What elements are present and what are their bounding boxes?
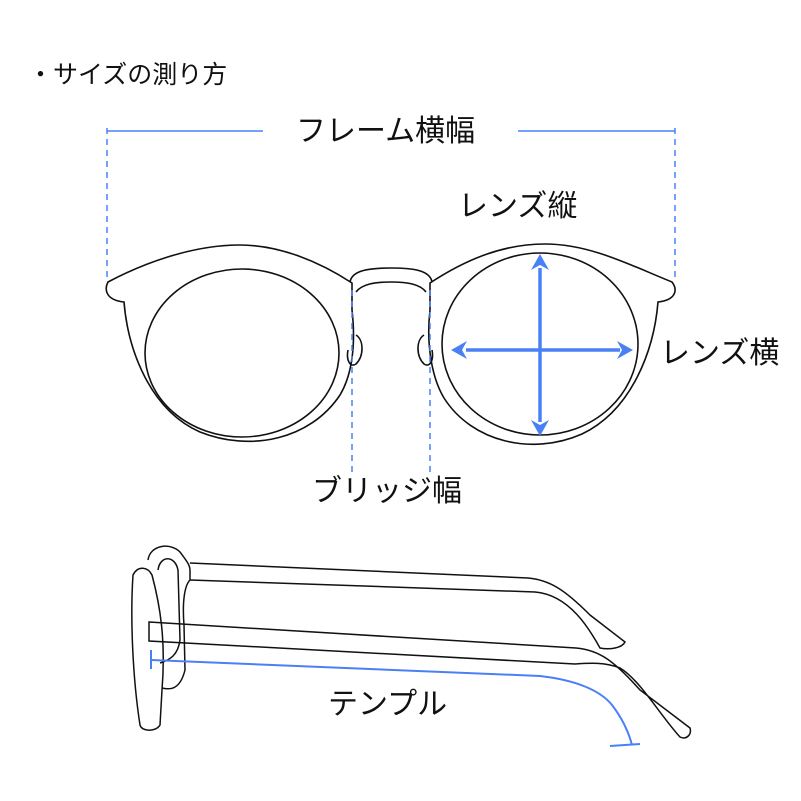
side-view xyxy=(131,545,692,739)
left-lens xyxy=(144,268,340,438)
side-pad xyxy=(157,558,181,664)
measure-lines xyxy=(106,128,676,472)
bridge-width-label: ブリッジ幅 xyxy=(312,474,462,509)
left-nose-pad xyxy=(346,334,363,366)
lens-width-label: レンズ横 xyxy=(660,336,780,371)
arrow-heads xyxy=(451,254,633,436)
temple-end-tick xyxy=(609,743,641,747)
side-frame-back xyxy=(147,545,191,690)
temple-length-line xyxy=(150,659,633,746)
frame-width-label: フレーム横幅 xyxy=(296,114,476,149)
lens-height-label: レンズ縦 xyxy=(458,189,578,224)
bridge xyxy=(349,267,433,293)
side-lens xyxy=(131,567,164,731)
front-view xyxy=(105,243,676,446)
upper-temple xyxy=(189,562,626,650)
temple-measure xyxy=(150,650,641,747)
right-frame xyxy=(427,243,676,446)
temple-label: テンプル xyxy=(328,687,448,722)
page-title: ・サイズの測り方 xyxy=(28,60,228,89)
left-frame xyxy=(105,244,355,443)
lens-arrows xyxy=(451,254,633,436)
right-nose-pad xyxy=(417,334,434,366)
lower-temple xyxy=(148,621,692,739)
